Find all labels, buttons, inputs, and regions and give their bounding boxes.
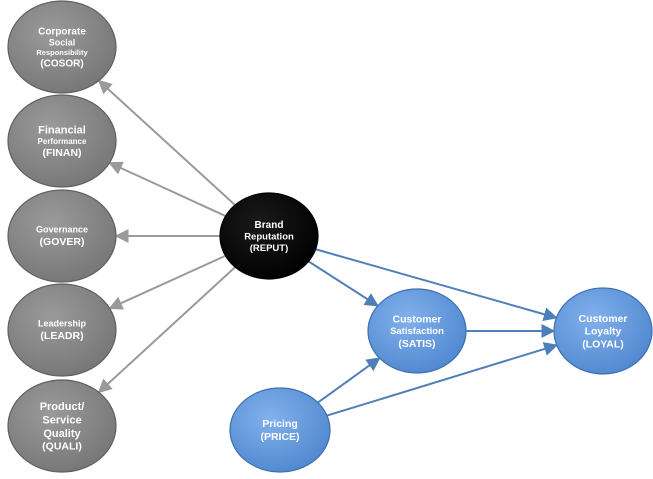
node-finan-label-line: Financial [38, 124, 86, 136]
edge-reput-to-leadr [108, 254, 226, 310]
node-quali-shape [7, 379, 117, 473]
node-leadr-label-line: Leadership [38, 319, 87, 329]
edge-reput-to-quali [97, 266, 236, 394]
node-satis-label-line: Satisfaction [390, 326, 444, 337]
node-price: Pricing(PRICE) [229, 387, 331, 473]
node-quali-label-line: Quality [43, 428, 81, 440]
node-cosor-label-line: (COSOR) [40, 59, 83, 70]
node-finan-shape [7, 94, 117, 188]
edge-price-to-satis [317, 357, 381, 404]
node-quali-label-line: (QUALI) [42, 441, 82, 453]
node-cosor-label-line: Responsibility [36, 48, 88, 57]
node-cosor-label-line: Corporate [38, 26, 86, 37]
node-gover-label-line: (GOVER) [40, 236, 85, 248]
node-cosor-shape [7, 0, 117, 94]
node-reput-shape [219, 192, 319, 280]
node-loyal-label-line: (LOYAL) [582, 338, 624, 350]
node-gover-label-line: Governance [36, 225, 88, 235]
node-satis-shape [367, 288, 467, 374]
node-satis-label-line: Customer [392, 313, 441, 325]
node-gover: Governance(GOVER) [7, 189, 117, 283]
node-satis-label-line: (SATIS) [398, 338, 435, 350]
node-leadr-label-line: (LEADR) [40, 330, 83, 342]
edge-price-to-loyal [326, 342, 559, 417]
node-price-label-line: (PRICE) [260, 431, 299, 443]
node-quali-label-line: Service [42, 414, 81, 426]
node-finan-label-line: Performance [38, 137, 87, 146]
edge-reput-to-finan [108, 161, 226, 217]
node-cosor-label-line: Social [49, 37, 76, 47]
node-finan-label-line: (FINAN) [42, 147, 81, 159]
node-loyal-label-line: Customer [578, 313, 627, 325]
node-reput-label-line: Reputation [244, 232, 294, 243]
node-price-shape [229, 387, 331, 473]
node-loyal-shape [553, 287, 653, 375]
node-reput-label-line: (REPUT) [250, 243, 289, 254]
node-loyal-label-line: Loyalty [585, 326, 622, 338]
node-gover-shape [7, 189, 117, 283]
node-price-label-line: Pricing [262, 418, 298, 430]
node-quali-label-line: Product/ [40, 401, 85, 413]
node-reput-label-line: Brand [255, 220, 284, 231]
diagram-edges [97, 79, 559, 417]
node-leadr: Leadership(LEADR) [7, 283, 117, 377]
node-leadr-shape [7, 283, 117, 377]
edge-reput-to-satis [308, 260, 379, 307]
edge-reput-to-cosor [97, 79, 236, 206]
edge-reput-to-loyal [315, 248, 558, 322]
